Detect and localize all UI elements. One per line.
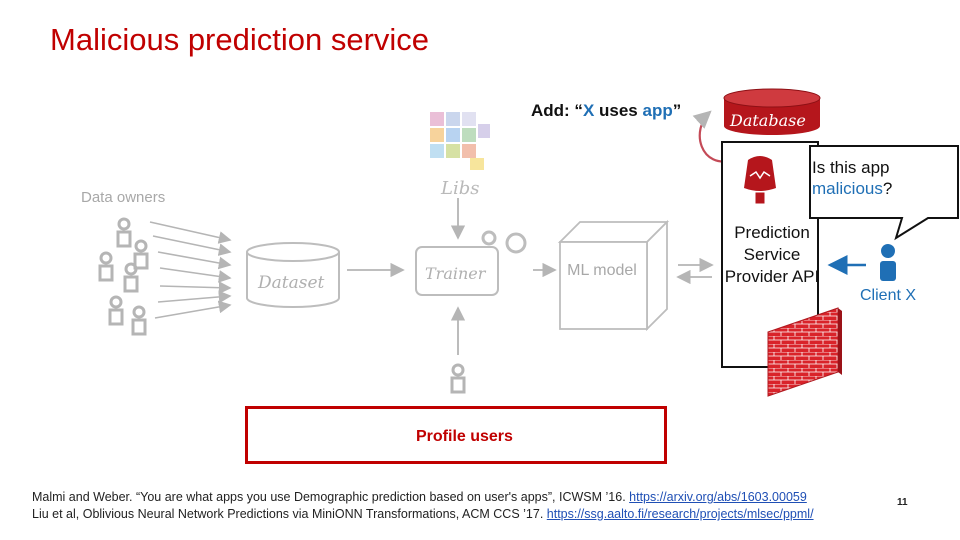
model-api-arrows <box>678 265 712 277</box>
add-app-label: Add: “X uses app” <box>531 101 681 121</box>
client-person-icon <box>880 244 896 281</box>
dataset-label: Dataset <box>258 273 324 293</box>
profile-users-label: Profile users <box>416 428 513 446</box>
trainer-label: Trainer <box>425 264 485 283</box>
ml-model-label: ML model <box>564 260 640 281</box>
gears-icon <box>483 232 525 252</box>
prediction-api-label: Prediction Service Provider API <box>722 222 822 288</box>
data-owners-label: Data owners <box>81 189 165 206</box>
references: Malmi and Weber. “You are what apps you … <box>32 489 814 523</box>
database-label: Database <box>730 111 806 130</box>
libs-label: Libs <box>441 178 479 199</box>
reference-2: Liu et al, Oblivious Neural Network Pred… <box>32 506 814 523</box>
reference-1: Malmi and Weber. “You are what apps you … <box>32 489 814 506</box>
client-x-label: Client X <box>860 287 916 305</box>
profile-user-icon <box>452 365 464 392</box>
callout-text: Is this app malicious? <box>812 157 892 199</box>
owner-arrows <box>150 222 230 318</box>
reference-1-link[interactable]: https://arxiv.org/abs/1603.00059 <box>629 490 807 504</box>
data-owner-people-icon <box>100 219 147 334</box>
reference-2-link[interactable]: https://ssg.aalto.fi/research/projects/m… <box>547 507 814 521</box>
libs-puzzle-icon <box>430 112 490 170</box>
page-number: 11 <box>897 497 908 508</box>
